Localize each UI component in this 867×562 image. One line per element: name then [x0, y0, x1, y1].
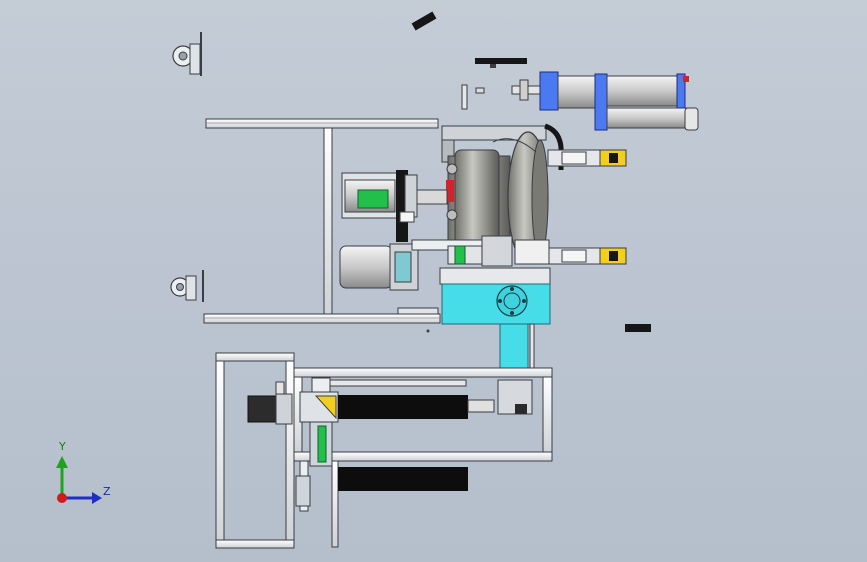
dark-plate[interactable]	[475, 58, 527, 64]
stepper-motor[interactable]	[247, 381, 293, 425]
axis-triad-labels: Y Z	[46, 440, 116, 510]
cyan-gearbox[interactable]	[439, 267, 551, 373]
upper-frame[interactable]	[203, 118, 441, 324]
y-axis-label: Y	[59, 440, 66, 453]
rod-vertical[interactable]	[461, 84, 468, 110]
z-axis-label: Z	[103, 485, 111, 498]
gripper-upper[interactable]	[547, 149, 627, 167]
dark-bar-top[interactable]	[411, 11, 437, 31]
gripper-lower[interactable]	[547, 247, 627, 265]
dot-small[interactable]	[426, 329, 430, 333]
dark-bar-right[interactable]	[625, 324, 651, 332]
caster-bottom[interactable]	[170, 270, 204, 302]
axis-triad	[56, 456, 102, 504]
drive-unit-upper[interactable]	[341, 170, 448, 242]
pin-small[interactable]	[490, 64, 496, 68]
conveyor-upper[interactable]	[299, 377, 533, 423]
pneumatic-cylinder[interactable]	[511, 71, 699, 131]
caster-top[interactable]	[172, 32, 202, 76]
lower-frame[interactable]	[215, 352, 553, 549]
rotary-drum[interactable]	[446, 131, 549, 265]
conveyor-lower[interactable]	[295, 421, 468, 507]
screw-small[interactable]	[475, 87, 485, 94]
drive-unit-lower[interactable]	[339, 235, 550, 291]
